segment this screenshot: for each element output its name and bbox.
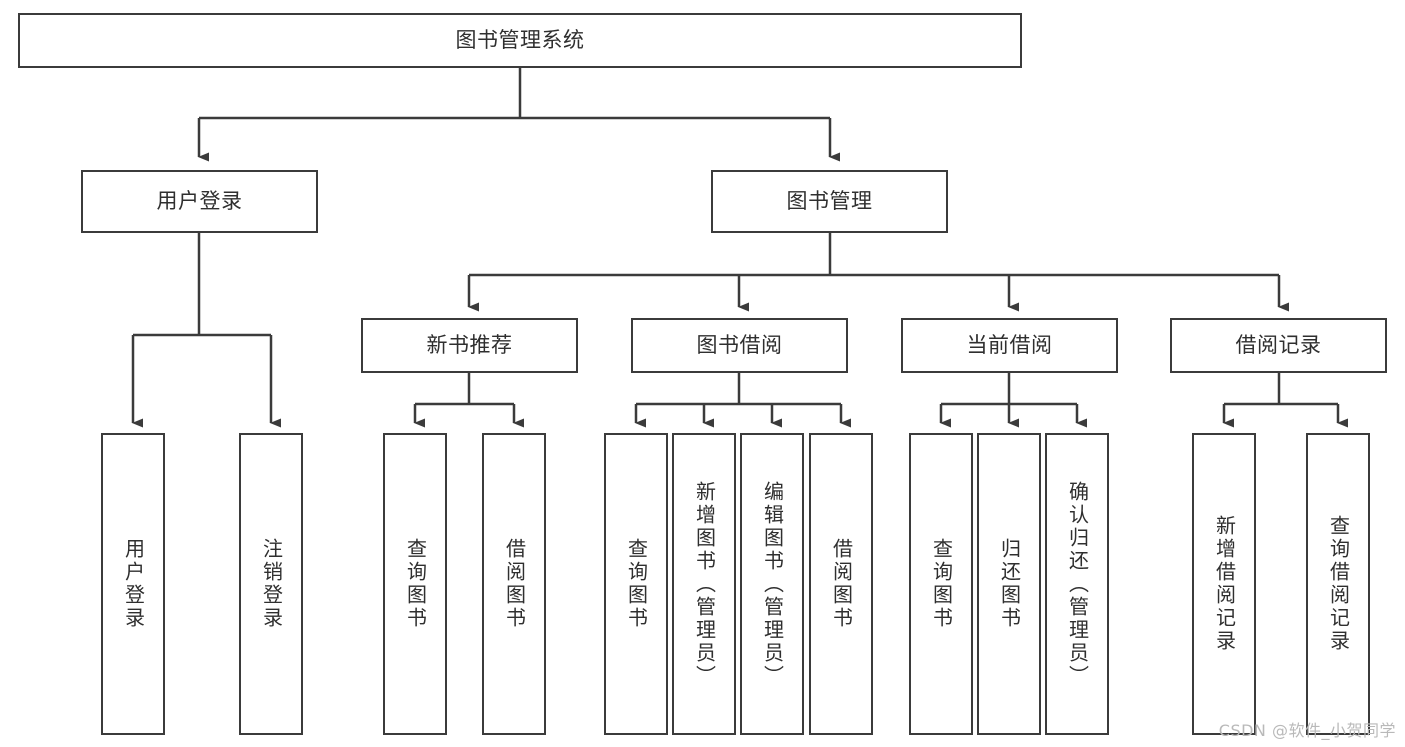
leaf-user-login-login[interactable]: 用户登录 — [101, 433, 165, 735]
leaf-borrow-record-add-record[interactable]: 新增借阅记录 — [1192, 433, 1256, 735]
node-book-management[interactable]: 图书管理 — [711, 170, 948, 233]
node-label: 当前借阅 — [966, 333, 1053, 358]
leaf-book-borrow-edit-book-admin[interactable]: 编辑图书（管理员） — [740, 433, 804, 735]
leaf-book-borrow-add-book-admin[interactable]: 新增图书（管理员） — [672, 433, 736, 735]
node-label: 借阅记录 — [1235, 333, 1322, 358]
node-borrow-record[interactable]: 借阅记录 — [1170, 318, 1387, 373]
leaf-new-book-borrow-book[interactable]: 借阅图书 — [482, 433, 546, 735]
node-current-borrow[interactable]: 当前借阅 — [901, 318, 1118, 373]
node-root-book-management-system[interactable]: 图书管理系统 — [18, 13, 1022, 68]
node-label: 新增图书（管理员） — [692, 480, 717, 688]
node-label: 确认归还（管理员） — [1065, 480, 1090, 688]
leaf-current-borrow-return-book[interactable]: 归还图书 — [977, 433, 1041, 735]
leaf-user-login-logout[interactable]: 注销登录 — [239, 433, 303, 735]
node-label: 用户登录 — [121, 538, 146, 630]
node-label: 图书借阅 — [696, 333, 783, 358]
node-label: 新增借阅记录 — [1212, 515, 1237, 653]
node-label: 查询图书 — [624, 538, 649, 630]
node-new-book-recommend[interactable]: 新书推荐 — [361, 318, 578, 373]
leaf-current-borrow-confirm-return-admin[interactable]: 确认归还（管理员） — [1045, 433, 1109, 735]
node-label: 借阅图书 — [829, 538, 854, 630]
node-label: 图书管理系统 — [455, 28, 585, 53]
node-label: 借阅图书 — [502, 538, 527, 630]
node-label: 查询借阅记录 — [1326, 515, 1351, 653]
node-label: 查询图书 — [929, 538, 954, 630]
node-book-borrow[interactable]: 图书借阅 — [631, 318, 848, 373]
node-label: 查询图书 — [403, 538, 428, 630]
node-label: 图书管理 — [786, 189, 873, 214]
leaf-book-borrow-borrow-book[interactable]: 借阅图书 — [809, 433, 873, 735]
leaf-new-book-query-book[interactable]: 查询图书 — [383, 433, 447, 735]
leaf-current-borrow-query-book[interactable]: 查询图书 — [909, 433, 973, 735]
leaf-book-borrow-query-book[interactable]: 查询图书 — [604, 433, 668, 735]
leaf-borrow-record-query-record[interactable]: 查询借阅记录 — [1306, 433, 1370, 735]
connector-lines — [131, 68, 1348, 428]
csdn-watermark: CSDN @软件_小贺同学 — [1218, 721, 1396, 740]
node-label: 编辑图书（管理员） — [760, 480, 785, 688]
node-label: 用户登录 — [156, 189, 243, 214]
node-label: 新书推荐 — [426, 333, 513, 358]
node-label: 归还图书 — [997, 538, 1022, 630]
node-label: 注销登录 — [259, 538, 284, 630]
node-user-login[interactable]: 用户登录 — [81, 170, 318, 233]
